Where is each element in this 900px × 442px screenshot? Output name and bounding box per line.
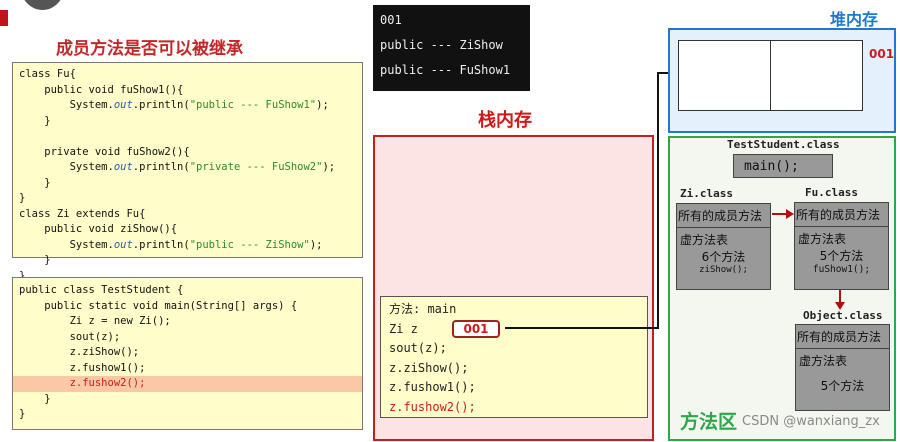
code-line: }	[19, 114, 51, 127]
vtable: 虚方法表	[680, 233, 729, 247]
stack-line: z.fushow1();	[389, 380, 476, 394]
all-methods: 所有的成员方法	[795, 203, 888, 227]
console-line: public --- FuShow1	[380, 63, 511, 77]
fu-class-box: 所有的成员方法 虚方法表 5个方法 fuShow1();	[794, 202, 889, 290]
method-count: 5个方法	[820, 379, 865, 393]
var-z: Zi z	[389, 321, 418, 336]
code-block-fu-zi: class Fu{ public void fuShow1(){ System.…	[12, 62, 363, 282]
accent-bar	[0, 10, 8, 26]
console-output: 001 public --- ZiShow public --- FuShow1	[373, 5, 530, 91]
heap-label: 堆内存	[830, 10, 879, 29]
code-line: }	[19, 192, 26, 204]
watermark: CSDN @wanxiang_zx	[742, 414, 880, 429]
fu-class-label: Fu.class	[805, 186, 858, 199]
inherit-arrow-right	[772, 209, 794, 219]
code-line: public static void main(String[] args) {	[19, 299, 298, 312]
code-line: }	[19, 269, 26, 282]
page-title: 成员方法是否可以被继承	[56, 39, 243, 59]
all-methods: 所有的成员方法	[677, 204, 770, 228]
code-line: Zi z = new Zi();	[19, 315, 171, 327]
code-line: sout(z);	[19, 330, 121, 343]
heap-address: 001	[869, 47, 895, 61]
stack-line: z.ziShow();	[389, 360, 469, 375]
all-methods: 所有的成员方法	[796, 325, 889, 349]
vtable: 虚方法表	[799, 354, 848, 368]
code-line: }	[19, 176, 51, 189]
stack-label: 栈内存	[478, 110, 532, 131]
heap-object-cell	[771, 41, 862, 110]
code-line: public void ziShow(){	[19, 223, 178, 235]
logo-circle	[20, 0, 65, 10]
vtable: 虚方法表	[798, 232, 847, 246]
code-block-main: public class TestStudent { public static…	[12, 277, 363, 430]
code-line: System.out.println("public --- ZiShow");	[19, 238, 323, 251]
main-frame: 方法: main Zi z sout(z); z.ziShow(); z.fus…	[380, 296, 648, 418]
code-line: }	[19, 408, 26, 420]
main-method-box: main();	[733, 154, 833, 178]
code-line: public void fuShow1(){	[19, 83, 184, 96]
method-count: 6个方法	[701, 250, 746, 264]
address-badge: 001	[452, 320, 500, 338]
inherit-arrow-down	[835, 290, 845, 310]
heap-object-cell	[679, 41, 771, 110]
method-name: fuShow1();	[812, 264, 871, 275]
code-line: z.ziShow();	[19, 346, 140, 358]
method-name: ziShow();	[699, 265, 748, 275]
object-class-box: 所有的成员方法 虚方法表 5个方法	[795, 324, 890, 411]
code-line: }	[19, 254, 51, 266]
test-class-label: TestStudent.class	[727, 138, 840, 151]
console-line: 001	[380, 13, 402, 27]
console-line: public --- ZiShow	[380, 38, 503, 52]
code-line: z.fushow2();	[13, 376, 362, 392]
zi-class-box: 所有的成员方法 虚方法表 6个方法 ziShow();	[676, 203, 771, 290]
stack-line: z.fushow2();	[389, 399, 476, 414]
stack-line: sout(z);	[389, 341, 447, 355]
code-line: class Zi extends Fu{	[19, 207, 146, 220]
code-line: System.out.println("private --- FuShow2"…	[19, 161, 336, 173]
code-line: public class TestStudent {	[19, 284, 184, 296]
object-class-label: Object.class	[803, 309, 883, 322]
method-count: 5个方法	[819, 249, 864, 263]
code-line: private void fuShow2(){	[19, 145, 190, 158]
code-line: System.out.println("public --- FuShow1")…	[19, 99, 329, 111]
code-line: }	[19, 392, 51, 405]
zi-class-label: Zi.class	[680, 187, 733, 200]
method-area-label: 方法区	[680, 411, 738, 433]
code-line: class Fu{	[19, 68, 76, 80]
frame-title: 方法: main	[389, 302, 457, 316]
code-line: z.fushow1();	[19, 361, 146, 374]
heap-object	[678, 40, 863, 111]
